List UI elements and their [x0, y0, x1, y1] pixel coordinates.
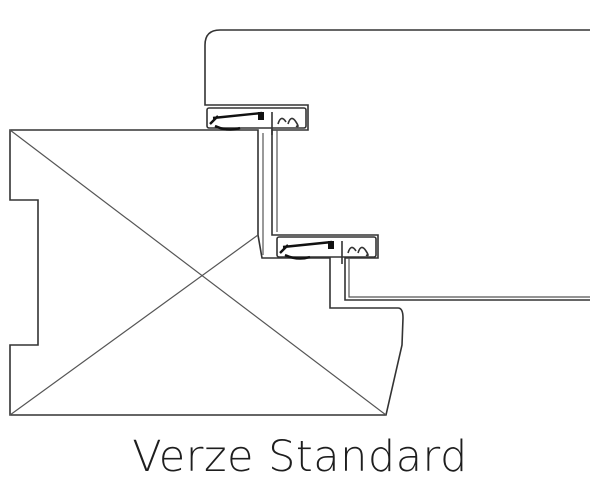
lower-seal	[276, 236, 377, 264]
diagonal-line	[9, 129, 387, 416]
caption: Verze Standard	[132, 432, 468, 482]
diagonal-line	[9, 234, 259, 416]
door-leaf	[204, 29, 590, 301]
upper-seal	[206, 107, 307, 135]
frame	[9, 129, 404, 416]
